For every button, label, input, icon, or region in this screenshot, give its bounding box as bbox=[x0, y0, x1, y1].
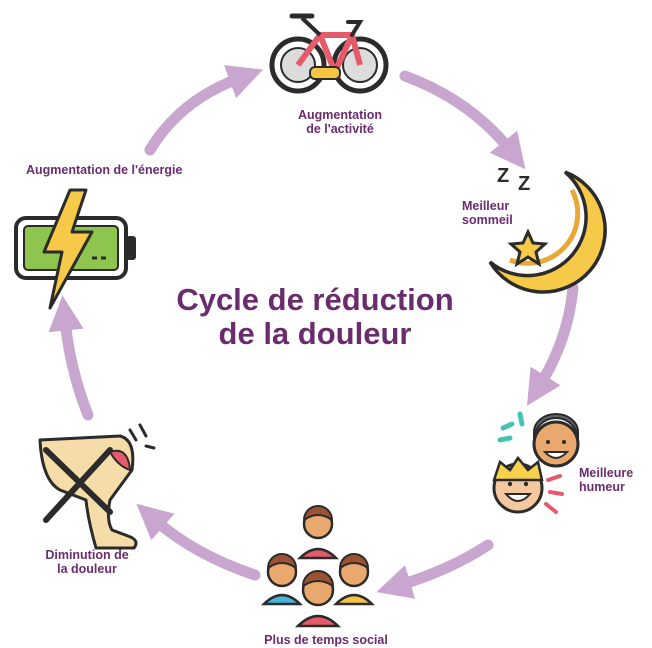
bicycle-icon bbox=[269, 13, 389, 94]
step-label-pain: Diminution de la douleur bbox=[45, 548, 129, 576]
step-label-energy: Augmentation de l'énergie bbox=[26, 163, 183, 177]
diagram-title-line-1: Cycle de réduction bbox=[176, 282, 454, 317]
step-label-sleep: Meilleur sommeil bbox=[462, 199, 513, 227]
arrow-sleep-to-mood bbox=[526, 282, 579, 406]
happy-faces-icon bbox=[492, 411, 580, 514]
step-label-activity: Augmentation de l'activité bbox=[297, 108, 383, 136]
step-label-mood: Meilleure humeur bbox=[579, 466, 634, 494]
svg-text:Z: Z bbox=[497, 165, 509, 187]
arrow-energy-to-activity bbox=[144, 65, 264, 156]
diagram-title-line-2: de la douleur bbox=[218, 316, 412, 351]
battery-charging-icon bbox=[14, 188, 136, 310]
diagram-title: Cycle de réduction de la douleur bbox=[150, 283, 480, 351]
arrow-pain-to-energy bbox=[48, 295, 94, 421]
knee-pain-icon bbox=[38, 423, 156, 550]
svg-text:Z: Z bbox=[518, 173, 530, 195]
step-label-social: Plus de temps social bbox=[264, 633, 388, 647]
arrow-activity-to-sleep bbox=[399, 70, 526, 170]
arrow-social-to-pain bbox=[136, 503, 261, 581]
moon-sleep-icon: Z Z bbox=[488, 165, 607, 294]
people-group-icon bbox=[260, 505, 376, 628]
arrow-mood-to-social bbox=[376, 539, 494, 599]
